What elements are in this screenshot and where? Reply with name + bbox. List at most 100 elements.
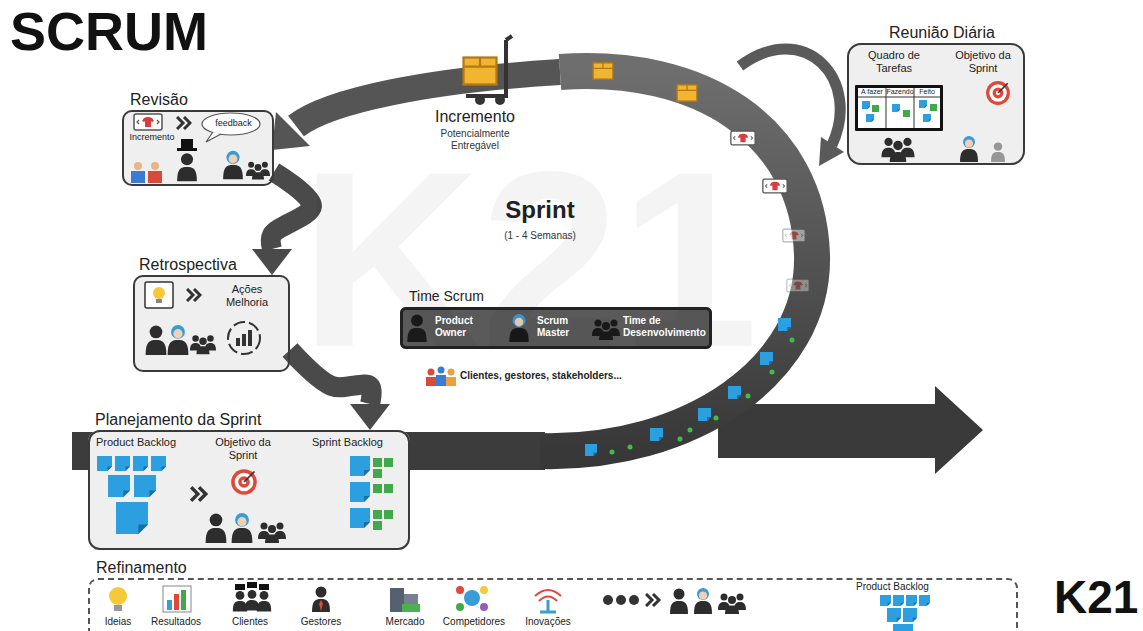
top-hat	[235, 584, 245, 590]
backlog-note	[97, 456, 112, 471]
sprint-note	[350, 508, 370, 528]
innovation-waves	[535, 590, 561, 601]
task-board: A fazerFazendoFeito	[855, 85, 943, 131]
backlog-note	[151, 456, 166, 471]
improvement-bar	[242, 334, 246, 346]
box-heading: Retrospectiva	[139, 256, 237, 274]
backlog-note	[778, 318, 791, 331]
backlog-note	[134, 475, 156, 497]
client-body	[148, 171, 162, 183]
stakeholder-head	[438, 367, 445, 374]
progress-dot	[770, 370, 775, 375]
increment-label: Incremento	[415, 108, 535, 126]
manager-tie	[319, 600, 323, 611]
progress-dot	[610, 450, 615, 455]
box-text: Scrum Master	[537, 315, 581, 338]
progress-dot	[678, 437, 683, 442]
chevron	[187, 289, 200, 301]
sprint-goal-target	[986, 81, 1010, 105]
task-note	[373, 484, 382, 493]
team-icon	[258, 523, 286, 544]
box-text: Time de Desenvolvimento	[623, 315, 709, 338]
review-arc	[296, 72, 560, 126]
flow-arrowhead	[350, 404, 390, 430]
competitor-core	[464, 590, 480, 606]
review-box: RevisãoIncrementofeedback	[122, 110, 274, 186]
idea-screen	[145, 282, 173, 308]
box-text: Product Backlog	[96, 436, 192, 449]
product-owner-icon	[670, 589, 688, 615]
box-text: Fazendo	[886, 88, 914, 96]
ellipsis-dot	[603, 595, 613, 605]
scrum-master-icon	[694, 588, 712, 614]
backlog-note	[880, 595, 891, 606]
idea-bulb	[153, 287, 165, 299]
scrum-master-icon	[168, 325, 189, 355]
stakeholder-icons	[426, 367, 456, 387]
sprint-note	[350, 456, 370, 476]
box-text: A fazer	[858, 88, 886, 96]
top-hat	[247, 582, 257, 588]
box-fill	[855, 85, 943, 131]
task-note	[872, 105, 879, 112]
daily-icons	[858, 81, 1010, 162]
product-owner-icon	[206, 514, 227, 543]
box-text: Resultados	[141, 616, 211, 628]
refinement-icons	[109, 582, 930, 631]
box-fill	[847, 43, 1025, 165]
improvement-bar	[236, 338, 240, 346]
box-fill	[133, 275, 290, 372]
top-hat	[181, 139, 193, 149]
backlog-note	[887, 608, 901, 622]
sprint-ring	[540, 71, 812, 451]
bulb-base	[114, 605, 122, 611]
client-head	[134, 162, 142, 170]
team-icon	[190, 335, 216, 354]
product-owner-icon	[407, 315, 426, 342]
stakeholder-icon	[177, 153, 197, 181]
box-text: Product Backlog	[856, 581, 929, 593]
box-text: Sprint Backlog	[312, 436, 402, 449]
task-note	[919, 100, 927, 108]
competitor	[456, 603, 464, 611]
stakeholder-body	[426, 377, 436, 386]
increment-screen	[787, 279, 809, 292]
client-head	[151, 162, 159, 170]
scrum-master-icon	[223, 151, 243, 180]
product-owner-icon	[991, 142, 1005, 162]
stakeholders-label: Clientes, gestores, stakeholders...	[460, 370, 622, 382]
backlog-note	[903, 608, 917, 622]
stakeholder-head	[428, 369, 435, 376]
task-note	[862, 101, 870, 109]
sprint-note	[350, 482, 370, 502]
team-icons	[407, 314, 620, 342]
backlog-note	[906, 595, 917, 606]
task-note	[930, 104, 937, 111]
scrum-master-icon	[509, 314, 528, 342]
scrum-master-icon	[232, 513, 253, 543]
retro-box: RetrospectivaAções Melhoria	[133, 275, 290, 372]
box-heading: Revisão	[130, 91, 188, 109]
increment-screen	[731, 131, 755, 145]
hand-truck	[466, 36, 512, 96]
ellipsis-dot	[629, 595, 639, 605]
wheel	[495, 95, 505, 105]
planning-box: Planejamento da SprintProduct BacklogObj…	[88, 430, 410, 550]
box-text: Mercado	[370, 616, 440, 628]
sprint-duration: (1 - 4 Semanas)	[480, 230, 600, 242]
improvement-cycle	[228, 322, 260, 354]
market-building	[390, 588, 404, 612]
task-note	[384, 458, 393, 467]
task-note	[384, 484, 393, 493]
increment-box	[593, 63, 613, 79]
market-money	[402, 604, 420, 612]
refinement-box: RefinamentoIdeiasResultadosClientesGesto…	[88, 578, 1018, 631]
chart-bar	[174, 594, 179, 610]
planning-icons	[97, 456, 393, 543]
box-fill	[88, 578, 1018, 631]
stakeholder-body	[446, 377, 456, 386]
client-icon	[257, 591, 271, 611]
backlog-note	[133, 456, 148, 471]
team-icon	[718, 594, 746, 615]
